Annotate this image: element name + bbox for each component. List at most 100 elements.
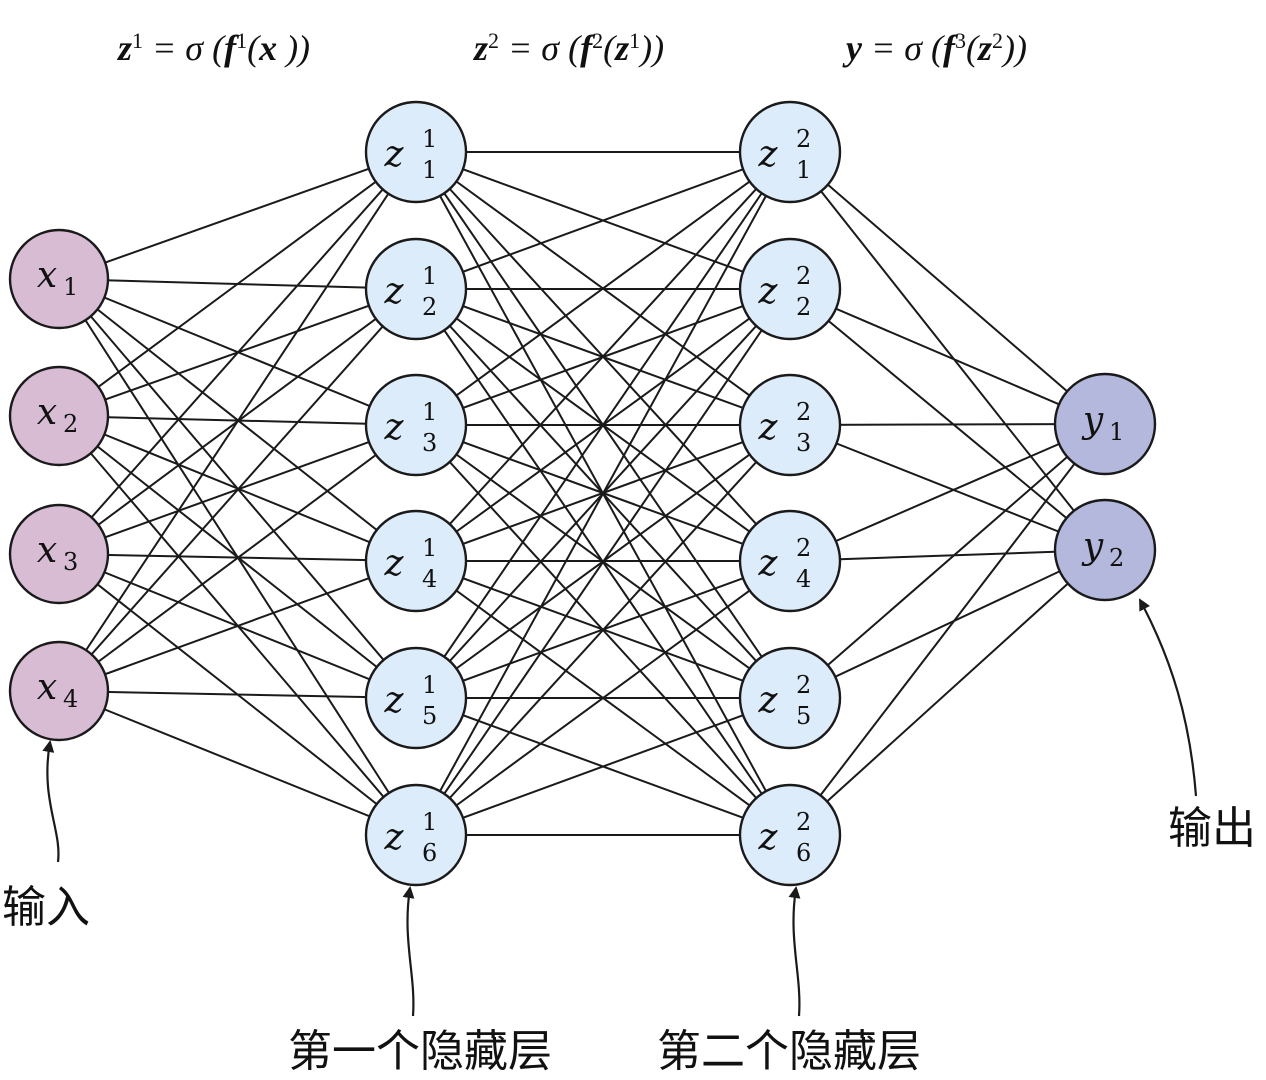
node-superscript: 2 bbox=[796, 398, 811, 426]
edge-hidden2-6-to-output-2 bbox=[789, 549, 1106, 836]
node-variable: z bbox=[384, 543, 405, 584]
node-subscript: 2 bbox=[1109, 544, 1124, 572]
hidden1-node-circle bbox=[364, 509, 468, 613]
edge-hidden1-2-to-hidden2-1 bbox=[415, 151, 791, 290]
node-variable: z bbox=[384, 134, 405, 175]
node-superscript: 2 bbox=[796, 534, 811, 562]
output-label: 输出 bbox=[1168, 803, 1256, 854]
node-variable: z bbox=[384, 817, 405, 858]
hidden2-node-circle bbox=[738, 783, 842, 887]
hidden1-node-circle bbox=[364, 646, 468, 750]
node-variable: z bbox=[384, 680, 405, 721]
hidden1-node-circle bbox=[364, 237, 468, 341]
node-variable: z bbox=[758, 134, 779, 175]
node-variable: z bbox=[758, 407, 779, 448]
node-variable: z bbox=[384, 407, 405, 448]
edge-input-4-to-hidden1-4 bbox=[58, 560, 417, 692]
edge-input-4-to-hidden1-6 bbox=[58, 690, 417, 836]
node-superscript: 1 bbox=[422, 808, 437, 836]
edge-input-2-to-hidden1-1 bbox=[58, 151, 417, 417]
node-superscript: 1 bbox=[422, 671, 437, 699]
connection-lines bbox=[58, 151, 1106, 836]
node-subscript: 6 bbox=[422, 839, 437, 867]
edge-input-1-to-hidden1-1 bbox=[58, 151, 417, 280]
node-superscript: 1 bbox=[422, 534, 437, 562]
edge-hidden2-5-to-output-1 bbox=[789, 423, 1106, 699]
node-variable: x bbox=[37, 667, 57, 708]
hidden1-node-circle bbox=[364, 100, 468, 204]
edge-hidden1-4-to-hidden2-1 bbox=[415, 151, 791, 562]
edge-input-3-to-hidden1-1 bbox=[58, 151, 417, 555]
node-variable: y bbox=[1081, 400, 1104, 441]
edge-input-4-to-hidden1-2 bbox=[58, 288, 417, 692]
edge-hidden1-6-to-hidden2-1 bbox=[415, 151, 791, 836]
edge-hidden2-3-to-output-2 bbox=[789, 424, 1106, 551]
hidden2-node-circle bbox=[738, 100, 842, 204]
node-variable: z bbox=[384, 271, 405, 312]
node-subscript: 2 bbox=[63, 410, 78, 438]
hidden2-arrow bbox=[788, 886, 801, 1017]
hidden1-arrow bbox=[402, 886, 415, 1017]
node-variable: z bbox=[758, 271, 779, 312]
node-subscript: 1 bbox=[63, 273, 78, 301]
node-subscript: 5 bbox=[796, 702, 811, 730]
node-subscript: 2 bbox=[422, 293, 437, 321]
edge-hidden1-6-to-hidden2-4 bbox=[415, 560, 791, 836]
edge-hidden2-5-to-output-2 bbox=[789, 549, 1106, 699]
output-node-circle bbox=[1053, 498, 1157, 602]
node-subscript: 1 bbox=[796, 156, 811, 184]
node-subscript: 3 bbox=[63, 548, 78, 576]
hidden2-node-circle bbox=[738, 509, 842, 613]
node-superscript: 1 bbox=[422, 125, 437, 153]
input-arrow bbox=[42, 740, 60, 863]
edge-hidden1-6-to-hidden2-2 bbox=[415, 288, 791, 836]
node-subscript: 4 bbox=[63, 685, 78, 713]
hidden2-node-circle bbox=[738, 373, 842, 477]
edge-input-4-to-hidden1-3 bbox=[58, 424, 417, 692]
node-subscript: 5 bbox=[422, 702, 437, 730]
hidden1-node-circle bbox=[364, 373, 468, 477]
node-superscript: 2 bbox=[796, 125, 811, 153]
edge-input-4-to-hidden1-1 bbox=[58, 151, 417, 692]
formula-layer-2: z2 = σ (f2(z1)) bbox=[472, 28, 664, 69]
edge-hidden2-3-to-output-1 bbox=[789, 423, 1106, 426]
node-variable: z bbox=[758, 817, 779, 858]
node-subscript: 1 bbox=[1109, 418, 1124, 446]
node-subscript: 3 bbox=[422, 429, 437, 457]
edge-hidden1-6-to-hidden2-5 bbox=[415, 697, 791, 836]
node-variable: x bbox=[37, 530, 57, 571]
node-superscript: 2 bbox=[796, 671, 811, 699]
edge-hidden2-6-to-output-1 bbox=[789, 423, 1106, 836]
node-superscript: 2 bbox=[796, 262, 811, 290]
node-superscript: 1 bbox=[422, 398, 437, 426]
edge-hidden1-5-to-hidden2-1 bbox=[415, 151, 791, 699]
node-variable: y bbox=[1081, 526, 1104, 567]
node-subscript: 3 bbox=[796, 429, 811, 457]
node-subscript: 4 bbox=[796, 565, 811, 593]
input-node-circle bbox=[8, 640, 110, 742]
node-variable: z bbox=[758, 680, 779, 721]
edge-hidden2-2-to-output-2 bbox=[789, 288, 1106, 551]
node-variable: x bbox=[37, 392, 57, 433]
edge-hidden2-4-to-output-2 bbox=[789, 549, 1106, 562]
input-node-circle bbox=[8, 503, 110, 605]
node-subscript: 6 bbox=[796, 839, 811, 867]
edge-hidden1-3-to-hidden2-1 bbox=[415, 151, 791, 426]
edge-hidden2-1-to-output-2 bbox=[789, 151, 1106, 551]
node-variable: x bbox=[37, 255, 57, 296]
hidden1-label: 第一个隐藏层 bbox=[288, 1026, 552, 1077]
formula-layer-3: y = σ (f3(z2)) bbox=[842, 28, 1027, 69]
edge-hidden1-6-to-hidden2-3 bbox=[415, 424, 791, 836]
